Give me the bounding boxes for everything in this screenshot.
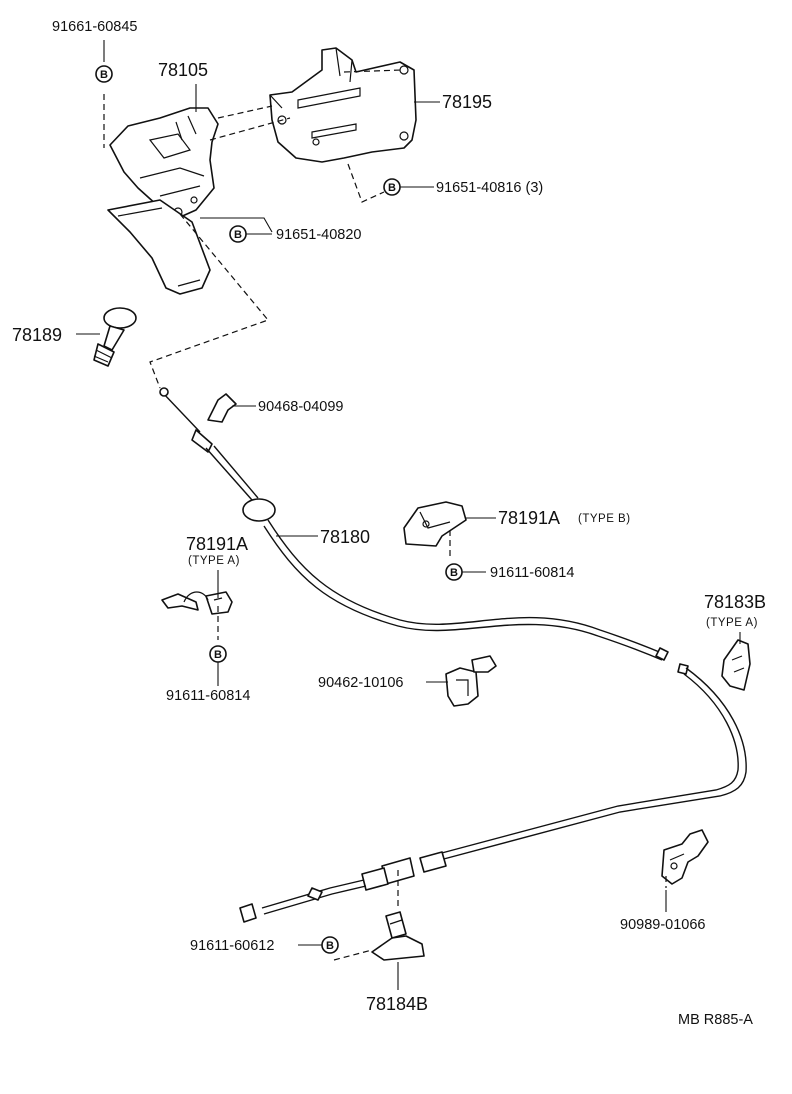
rear-cable-78183B	[239, 663, 747, 923]
bracket-78191A-type-b	[403, 501, 467, 547]
label-78184B: 78184B	[366, 994, 428, 1014]
bolt-symbol-2: B	[383, 178, 401, 196]
leader-lines	[76, 40, 741, 990]
label-78191A-type-b-note: (TYPE B)	[578, 513, 631, 525]
clip-90462-10106	[445, 655, 497, 707]
svg-text:B: B	[234, 229, 242, 241]
bolt-symbol-3: B	[229, 225, 247, 243]
label-78191A-type-a: 78191A	[186, 534, 248, 554]
svg-text:B: B	[326, 940, 334, 952]
clip-78183B-type-a	[721, 639, 751, 691]
label-78183B-note: (TYPE A)	[706, 617, 758, 629]
label-78105: 78105	[158, 60, 208, 80]
dashed-connection-lines	[103, 69, 667, 961]
bolt-symbol-1: B	[95, 65, 113, 83]
bracket-78195	[269, 47, 417, 163]
label-91611-60814-a: 91611-60814	[166, 688, 250, 704]
label-90462-10106: 90462-10106	[318, 675, 403, 691]
bolt-symbol-5: B	[209, 645, 227, 663]
label-91661-60845: 91661-60845	[52, 19, 137, 35]
handle-grip	[107, 199, 211, 295]
label-91651-40820: 91651-40820	[276, 227, 361, 243]
diagram-reference-code: MB R885-A	[678, 1012, 753, 1028]
bracket-78184B	[371, 911, 425, 961]
label-78189: 78189	[12, 325, 62, 345]
svg-text:B: B	[100, 69, 108, 81]
brake-cable-78180	[159, 387, 669, 661]
svg-text:B: B	[214, 649, 222, 661]
clip-90468-04099	[207, 393, 237, 423]
label-78180: 78180	[320, 527, 370, 547]
svg-text:B: B	[388, 182, 396, 194]
knob-78189	[93, 307, 137, 367]
label-78191A-type-a-note: (TYPE A)	[188, 555, 240, 567]
lever-assembly-78105	[109, 107, 219, 219]
label-78191A-type-b: 78191A	[498, 508, 560, 528]
label-78183B: 78183B	[704, 592, 766, 612]
bracket-78191A-type-a	[161, 591, 233, 615]
label-78195: 78195	[442, 92, 492, 112]
bracket-90989-01066	[661, 829, 709, 885]
label-91611-60612: 91611-60612	[190, 938, 274, 954]
label-91611-60814-b: 91611-60814	[490, 565, 574, 581]
label-90468-04099: 90468-04099	[258, 399, 343, 415]
bolt-symbol-6: B	[321, 936, 339, 954]
label-90989-01066: 90989-01066	[620, 917, 705, 933]
bolt-symbol-4: B	[445, 563, 463, 581]
label-91651-40816: 91651-40816 (3)	[436, 180, 543, 196]
svg-text:B: B	[450, 567, 458, 579]
